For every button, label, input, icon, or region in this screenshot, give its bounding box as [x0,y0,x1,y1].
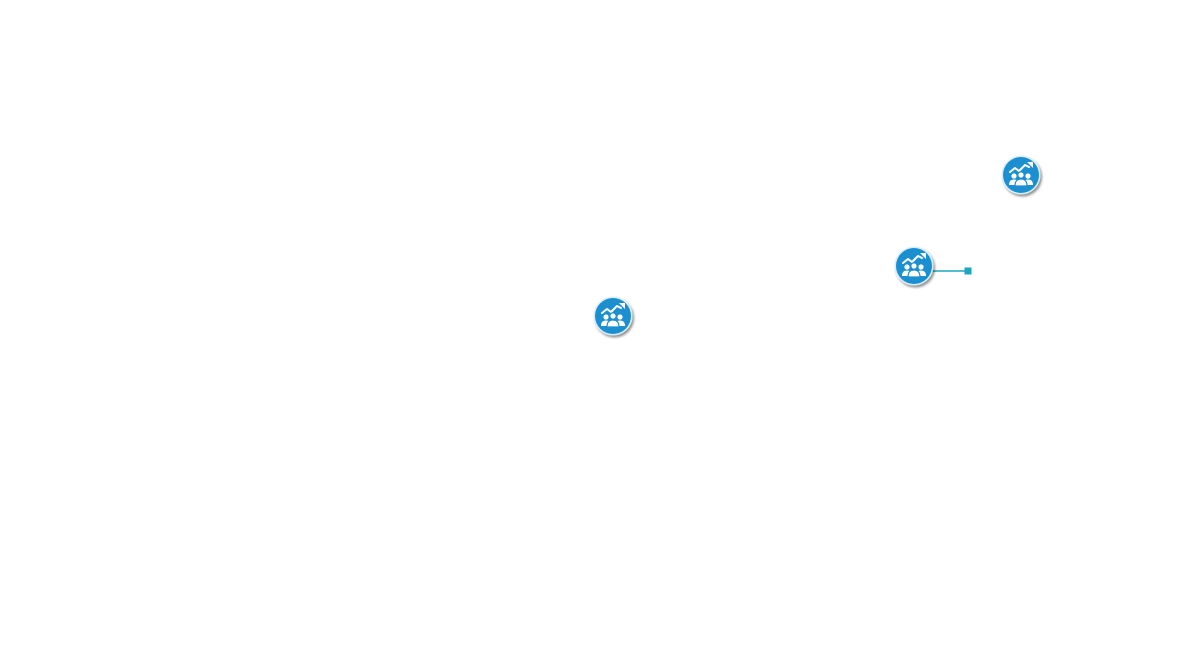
marker-center[interactable] [593,296,633,336]
connector-endpoint [964,267,972,275]
marker-upper-right[interactable] [1001,155,1041,195]
marker-middle-right[interactable] [894,246,934,286]
connector-line [931,267,972,275]
